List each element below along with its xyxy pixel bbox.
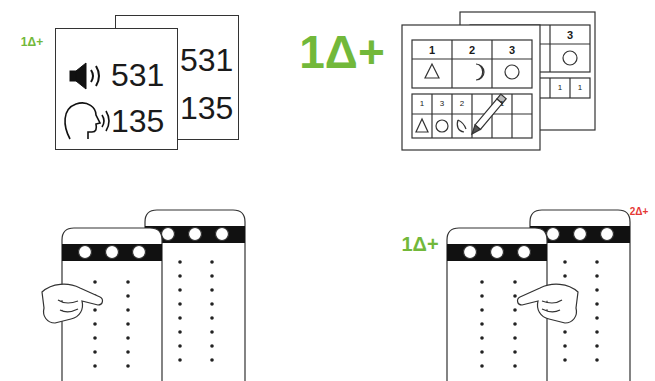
hand [42, 284, 102, 323]
braille-card [447, 228, 547, 381]
hand [518, 284, 578, 323]
triangle-symbol [425, 64, 439, 78]
speaking-head-icon [65, 103, 109, 139]
cell-number: 1 [429, 45, 435, 56]
circle-symbol [505, 65, 519, 79]
level-mark: 2Δ+ [630, 207, 649, 217]
circle-symbol [563, 51, 577, 65]
sound-waves [91, 66, 99, 86]
number-sequence: 531 [180, 44, 233, 76]
table-cell: 1 [578, 84, 582, 92]
circle-symbol [436, 120, 448, 132]
number-sequence: 135 [111, 105, 164, 137]
speaker-icon [76, 63, 86, 89]
level-mark: 1Δ+ [299, 29, 385, 75]
triangle-symbol [416, 119, 428, 132]
table-cell: 1 [500, 100, 504, 108]
table [412, 94, 532, 138]
number-card: 531135 [55, 28, 178, 150]
drawn-symbol [457, 120, 466, 132]
level-mark: 1Δ+ [21, 36, 43, 48]
pencil [469, 94, 506, 136]
table-cell: 3 [440, 100, 444, 108]
level-mark: 1Δ+ [401, 234, 438, 254]
cell-number: 3 [567, 30, 573, 41]
number-sequence: 135 [180, 92, 233, 124]
worksheet-card [402, 25, 540, 150]
table-cell: 1 [420, 100, 424, 108]
table-cell: 2 [460, 100, 464, 108]
cell-number: 3 [509, 45, 515, 56]
cell-number: 2 [469, 45, 475, 56]
number-sequence: 531 [111, 59, 164, 91]
table-cell: 1 [558, 84, 562, 92]
crescent-symbol [476, 64, 484, 80]
speaker-icon [70, 71, 76, 81]
grid [412, 40, 532, 88]
